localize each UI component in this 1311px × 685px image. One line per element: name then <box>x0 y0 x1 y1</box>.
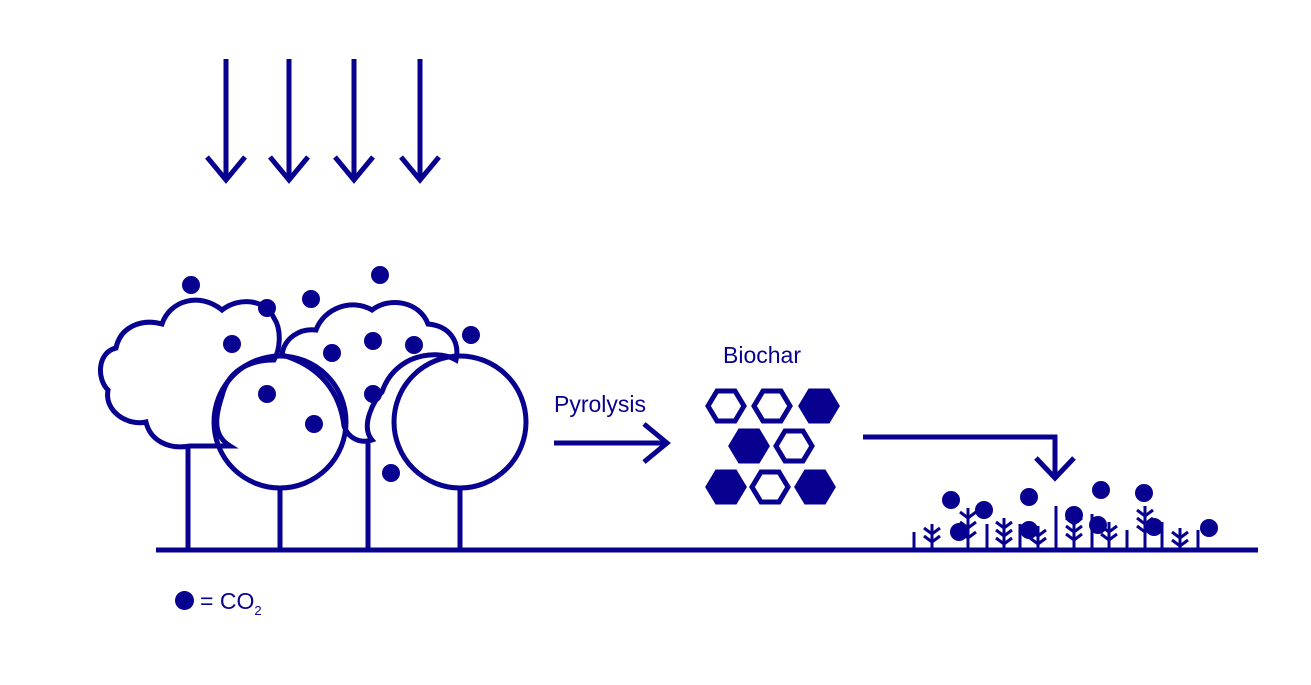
co2-dot-icon <box>182 276 200 294</box>
hexagon-icon <box>705 388 747 424</box>
co2-dot-icon <box>1200 519 1218 537</box>
co2-dot-icon <box>1089 516 1107 534</box>
tree-co2-dots <box>182 266 480 482</box>
down-arrow-icon <box>268 59 310 184</box>
biochar-hexagons <box>705 388 840 505</box>
co2-dot-icon <box>1092 481 1110 499</box>
co2-dot-icon <box>975 501 993 519</box>
hexagon-icon <box>751 388 793 424</box>
co2-dot-icon <box>462 326 480 344</box>
pyrolysis-label: Pyrolysis <box>554 391 647 417</box>
co2-dot-icon <box>1135 484 1153 502</box>
trees <box>98 297 529 550</box>
filled-dot-icon <box>175 591 194 610</box>
biochar-label: Biochar <box>723 342 801 368</box>
co2-dot-icon <box>1020 521 1038 539</box>
co2-dot-icon <box>1145 518 1163 536</box>
plant-icon <box>1171 528 1189 550</box>
co2-dot-icon <box>364 385 382 403</box>
co2-dot-icon <box>223 335 241 353</box>
co2-dot-icon <box>942 491 960 509</box>
elbow-down-arrow-icon <box>863 434 1076 482</box>
co2-dot-icon <box>258 299 276 317</box>
plant-icon <box>923 524 941 550</box>
legend-equals: = <box>200 588 214 614</box>
hexagon-icon <box>773 428 815 464</box>
co2-dot-icon <box>323 344 341 362</box>
co2-dot-icon <box>405 336 423 354</box>
co2-dot-icon <box>1020 488 1038 506</box>
hexagon-icon <box>794 469 836 505</box>
co2-dot-icon <box>258 385 276 403</box>
plant-icon <box>995 518 1013 550</box>
co2-dot-icon <box>302 290 320 308</box>
legend: = CO2 <box>175 590 262 617</box>
down-arrow-icon <box>333 59 375 184</box>
hexagon-icon <box>798 388 840 424</box>
tree-icon <box>391 353 529 550</box>
hexagon-icon <box>749 469 791 505</box>
legend-formula-main: CO <box>219 588 255 614</box>
co2-dot-icon <box>1065 506 1083 524</box>
soil-co2-dots <box>942 481 1218 541</box>
tree-icon <box>211 353 349 550</box>
legend-formula-subscript: 2 <box>254 603 262 618</box>
right-arrow-icon <box>554 422 671 464</box>
co2-dot-icon <box>305 415 323 433</box>
hexagon-icon <box>728 428 770 464</box>
co2-dot-icon <box>382 464 400 482</box>
tree-icon <box>98 297 282 550</box>
down-arrow-icon <box>399 59 441 184</box>
hexagon-icon <box>705 469 747 505</box>
co2-dot-icon <box>950 523 968 541</box>
sunlight-arrows <box>205 59 441 184</box>
co2-dot-icon <box>364 332 382 350</box>
tree-icon <box>279 300 460 550</box>
down-arrow-icon <box>205 59 247 184</box>
legend-formula: CO2 <box>219 588 262 618</box>
co2-dot-icon <box>371 266 389 284</box>
